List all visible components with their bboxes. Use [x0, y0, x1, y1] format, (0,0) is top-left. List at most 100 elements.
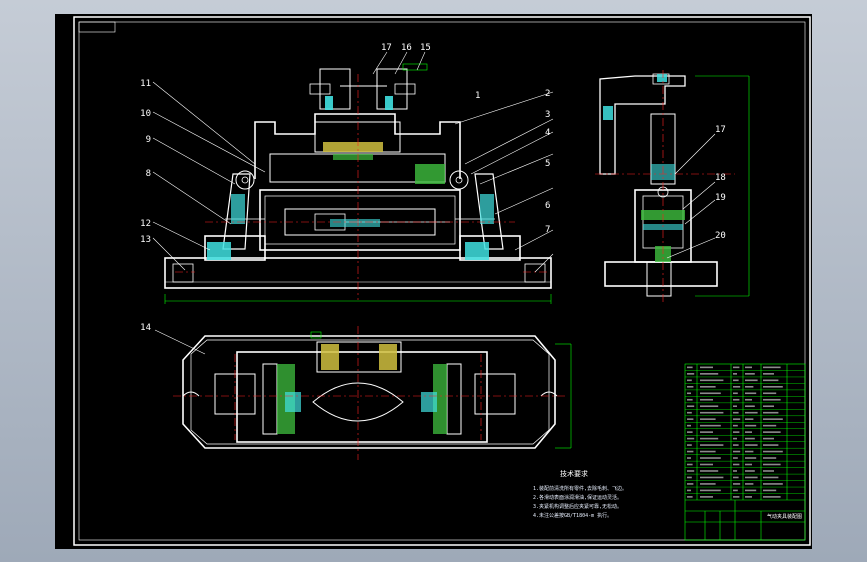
- parts-list-cell-text: [745, 373, 755, 375]
- part-label: 9: [146, 135, 151, 145]
- parts-list-cell-text: [763, 418, 783, 420]
- parts-list-cell-text: [763, 470, 774, 472]
- parts-list-rows: [685, 370, 805, 494]
- parts-list-cell-text: [700, 476, 724, 479]
- side-leaders: [666, 133, 716, 259]
- part-label: 14: [140, 323, 151, 333]
- part-label: 10: [140, 109, 151, 119]
- parts-list-cell-text: [687, 437, 695, 440]
- parts-list-cell-text: [687, 457, 691, 459]
- parts-list-cell-text: [700, 431, 713, 433]
- parts-list-cell-text: [763, 450, 783, 453]
- parts-list-cell-text: [733, 373, 737, 375]
- parts-list-cell-text: [687, 424, 691, 427]
- parts-list-cell-text: [687, 444, 692, 446]
- tech-requirement-line: 1.装配前清洗所有零件,去除毛刺、飞边。: [533, 485, 627, 492]
- parts-list-cell-text: [745, 392, 757, 395]
- parts-list-cell-text: [733, 489, 738, 492]
- parts-list-cell-text: [745, 398, 752, 401]
- part-label: 4: [545, 128, 550, 138]
- parts-list-cell-text: [763, 411, 779, 414]
- part-label: 17: [381, 43, 392, 53]
- part-label: 7: [545, 225, 550, 235]
- corner-tab: [78, 21, 116, 33]
- part-label: 11: [140, 79, 151, 89]
- parts-list-cell-text: [687, 398, 693, 401]
- part-label: 3: [545, 110, 550, 120]
- parts-list-cell-text: [745, 489, 757, 492]
- parts-list-cell-text: [763, 379, 779, 382]
- parts-list-cell-text: [763, 437, 774, 440]
- parts-list-cell-text: [733, 405, 737, 408]
- parts-list-cell-text: [763, 373, 774, 375]
- parts-list-cell-text: [745, 385, 754, 388]
- inner-border: [78, 21, 806, 541]
- parts-list-cell-text: [745, 437, 755, 440]
- part-label: 2: [545, 89, 550, 99]
- parts-list-cell-text: [687, 431, 693, 433]
- parts-list-cell-text: [700, 392, 721, 395]
- parts-list-cell-text: [687, 366, 693, 369]
- parts-list: [684, 363, 806, 541]
- top-centerlines: [173, 326, 565, 460]
- parts-list-cell-text: [687, 470, 695, 472]
- parts-list-cell-text: [700, 437, 719, 440]
- parts-list-cell-text: [733, 457, 738, 459]
- parts-list-cell-text: [745, 463, 752, 466]
- tech-requirement-line: 3.夹紧机构调整后应夹紧可靠,无松动。: [533, 503, 622, 510]
- side-view: [599, 73, 718, 297]
- parts-list-cell-text: [745, 496, 752, 498]
- parts-list-cell-text: [763, 385, 783, 388]
- parts-list-cell-text: [745, 418, 754, 420]
- parts-list-cell-text: [763, 405, 774, 408]
- part-label: 17: [715, 125, 726, 135]
- parts-list-cell-text: [733, 470, 737, 472]
- part-label: 20: [715, 231, 726, 241]
- parts-list-cell-text: [700, 457, 721, 459]
- part-label: 6: [545, 201, 550, 211]
- parts-list-cell-text: [700, 418, 716, 420]
- parts-list-cell-text: [763, 483, 783, 485]
- parts-list-cell-text: [687, 496, 693, 498]
- parts-list-cell-text: [745, 379, 758, 382]
- tech-requirement-line: 2.各滑动表面涂润滑油,保证运动灵活。: [533, 494, 622, 501]
- tech-requirements-title: 技术要求: [560, 469, 588, 478]
- parts-list-cell-text: [745, 457, 757, 459]
- parts-list-cell-text: [733, 398, 740, 401]
- parts-list-cell-text: [733, 424, 738, 427]
- parts-list-cell-text: [700, 398, 713, 401]
- parts-list-cell-text: [700, 424, 721, 427]
- parts-list-cell-text: [687, 450, 694, 453]
- side-dimensions: [695, 75, 750, 297]
- parts-list-cell-text: [733, 476, 739, 479]
- parts-list-cell-text: [700, 444, 724, 446]
- parts-list-cell-text: [763, 366, 781, 369]
- parts-list-cell-text: [733, 444, 739, 446]
- parts-list-cell-text: [687, 489, 691, 492]
- part-label: 8: [146, 169, 151, 179]
- part-label: 15: [420, 43, 431, 53]
- parts-list-text: [687, 366, 783, 498]
- parts-list-cell-text: [745, 476, 758, 479]
- parts-list-cell-text: [745, 405, 755, 408]
- parts-list-cell-text: [745, 444, 758, 446]
- parts-list-cell-text: [700, 463, 713, 466]
- parts-list-cell-text: [687, 405, 695, 408]
- parts-list-cell-text: [763, 463, 781, 466]
- parts-list-cell-text: [745, 411, 758, 414]
- parts-list-cell-text: [745, 450, 754, 453]
- parts-list-cell-text: [733, 385, 741, 388]
- parts-list-cell-text: [733, 379, 739, 382]
- parts-list-cell-text: [687, 379, 692, 382]
- front-leaders: [152, 51, 554, 273]
- title-block-name: 气动夹具装配图: [767, 513, 802, 520]
- tech-requirement-line: 4.未注公差按GB/T1804-m 执行。: [533, 512, 612, 519]
- title-block: [685, 499, 805, 540]
- parts-list-cell-text: [700, 483, 716, 485]
- parts-list-cell-text: [687, 463, 693, 466]
- parts-list-cell-text: [700, 489, 721, 492]
- parts-list-cell-text: [763, 457, 777, 459]
- parts-list-cell-text: [687, 385, 694, 388]
- part-label: 16: [401, 43, 412, 53]
